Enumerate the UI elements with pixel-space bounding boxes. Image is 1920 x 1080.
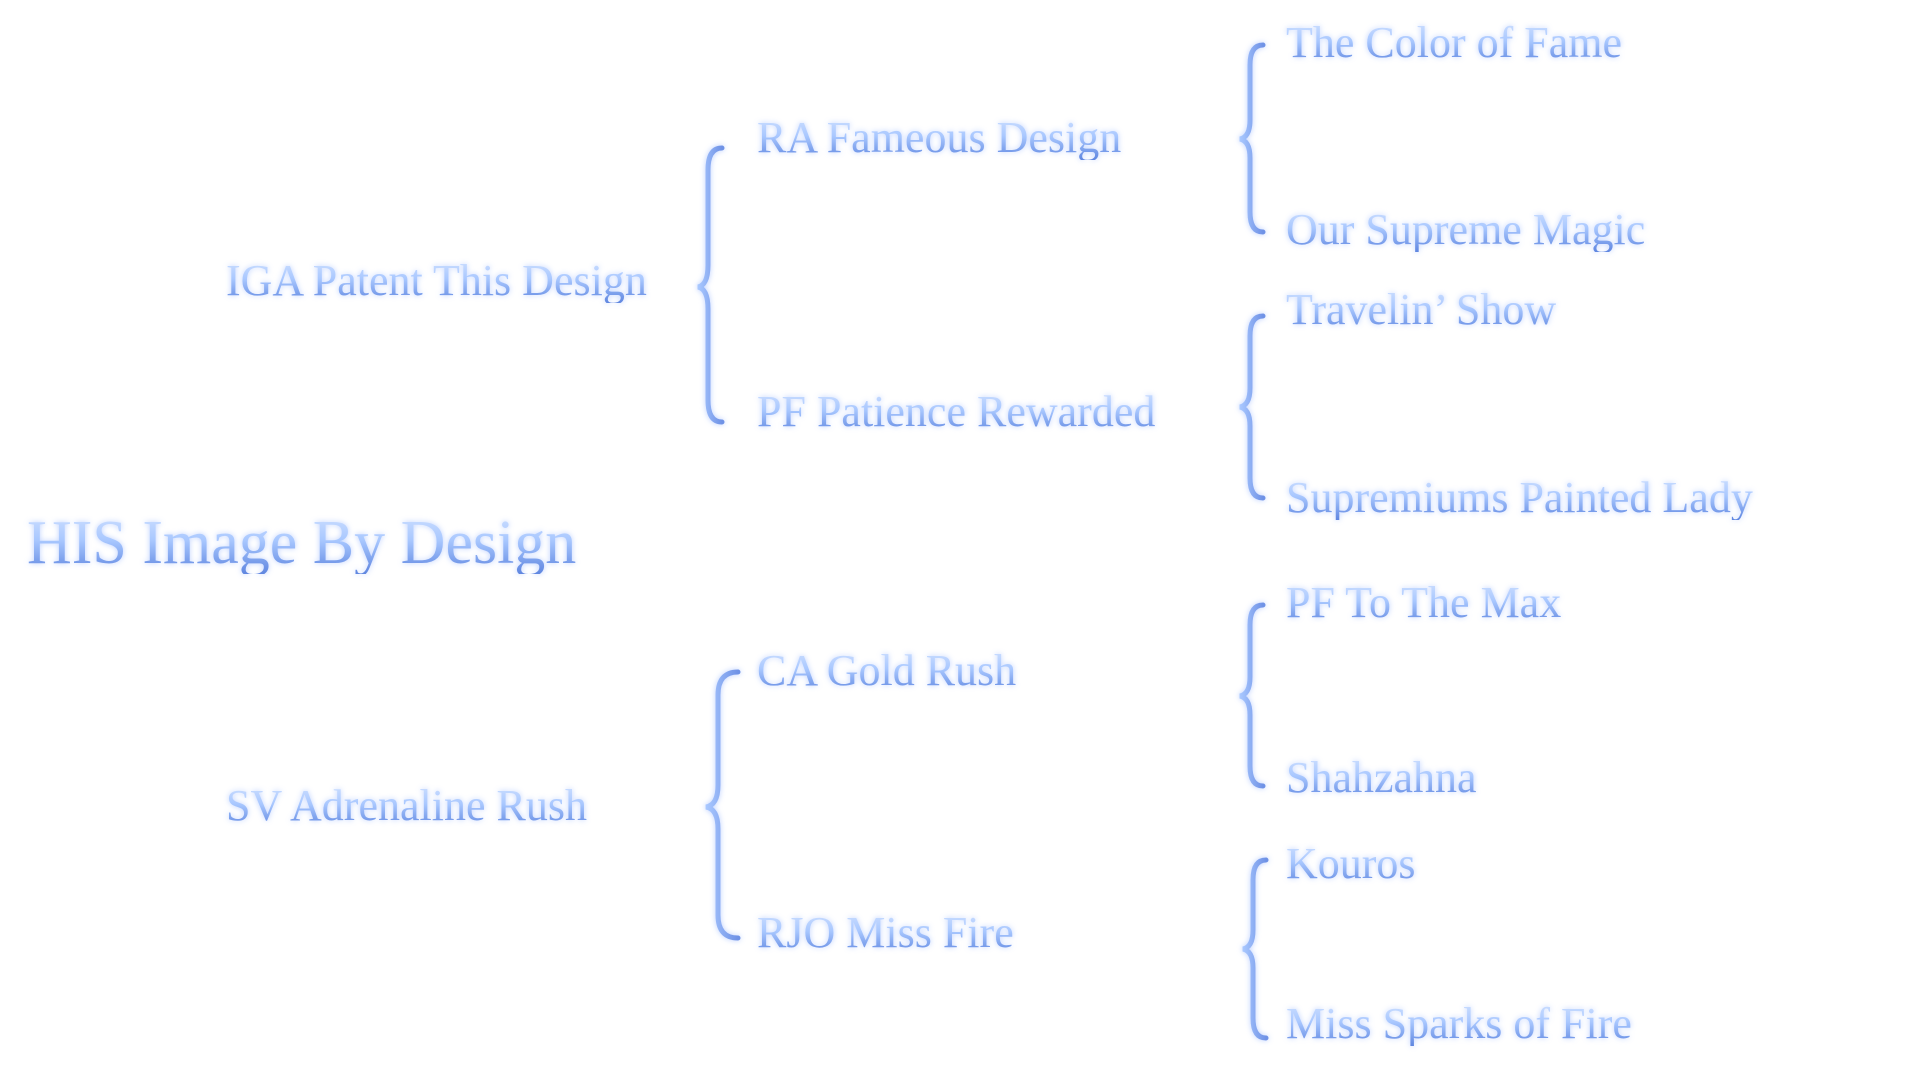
great-grandparent: Shahzahna <box>1286 753 1477 802</box>
paternal-grandsire: RA Fameous Design <box>757 113 1122 162</box>
maternal-granddam: RJO Miss Fire <box>757 908 1014 957</box>
brace-dd <box>1242 857 1269 1041</box>
great-grandparent: The Color of Fame <box>1286 18 1623 67</box>
horse-name: HIS Image By Design <box>27 509 577 577</box>
great-grandparent: PF To The Max <box>1286 578 1562 627</box>
great-grandparent: Supremiums Painted Lady <box>1286 473 1753 522</box>
maternal-grandsire: CA Gold Rush <box>757 646 1017 695</box>
great-grandparent: Travelin’ Show <box>1286 285 1557 334</box>
brace-dam <box>705 669 741 941</box>
brace-sd <box>1239 313 1266 501</box>
great-grandparent: Miss Sparks of Fire <box>1286 999 1632 1048</box>
sire-name: IGA Patent This Design <box>226 256 647 305</box>
brace-ds <box>1239 602 1266 789</box>
dam-name: SV Adrenaline Rush <box>226 781 587 830</box>
brace-ss <box>1239 42 1266 235</box>
great-grandparent: Kouros <box>1286 839 1416 888</box>
great-grandparent: Our Supreme Magic <box>1286 205 1646 254</box>
brace-sire <box>697 145 725 425</box>
paternal-granddam: PF Patience Rewarded <box>757 387 1156 436</box>
